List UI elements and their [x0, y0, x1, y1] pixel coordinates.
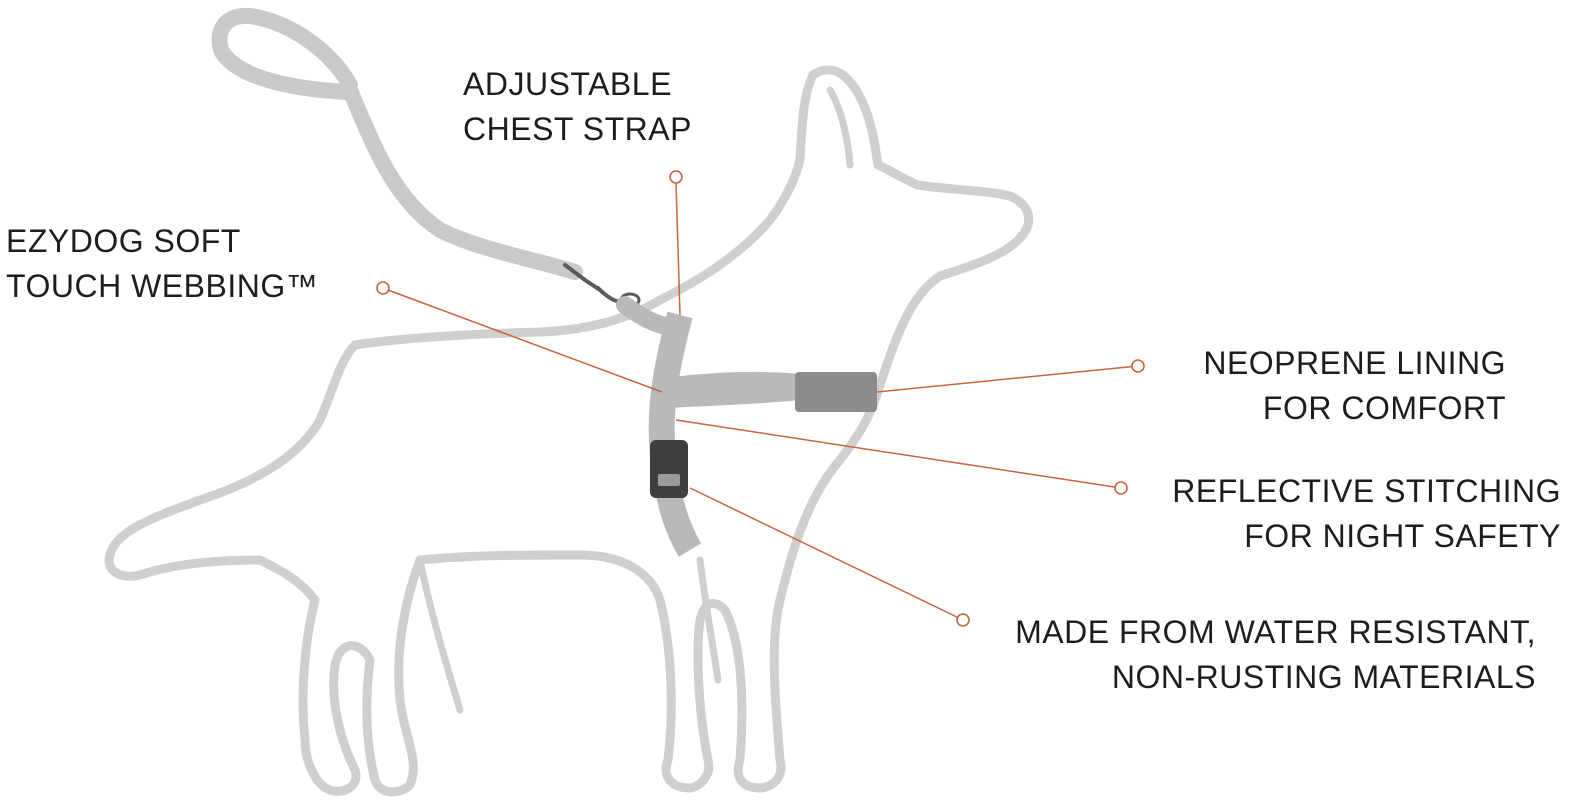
callout-dot-materials [956, 613, 970, 627]
leash-strap [342, 82, 583, 280]
callout-label-neoprene: NEOPRENE LINING FOR COMFORT [1203, 345, 1506, 426]
buckle-slot [658, 474, 680, 486]
callout-line-materials [689, 487, 964, 621]
neoprene-band-end [795, 372, 877, 412]
callout-line-webbing [387, 289, 663, 393]
callout-line-neoprene [876, 365, 1139, 393]
leash-clip [563, 263, 630, 304]
callout-dot-neoprene [1131, 359, 1145, 373]
far-legs [416, 556, 722, 714]
callout-dot-chest-strap [669, 170, 683, 184]
dog-outline [104, 65, 1034, 797]
leash-loop [211, 7, 358, 100]
callout-line-chest-strap [675, 182, 681, 316]
callout-label-reflective: REFLECTIVE STITCHING FOR NIGHT SAFETY [1172, 473, 1561, 554]
callout-label-materials: MADE FROM WATER RESISTANT, NON-RUSTING M… [1015, 614, 1536, 695]
callout-dots [376, 170, 1145, 627]
callout-label-webbing: EZYDOG SOFT TOUCH WEBBING™ [6, 223, 319, 304]
harness-buckle [650, 440, 688, 498]
neoprene-chest-band [665, 371, 800, 408]
callout-dot-reflective [1114, 481, 1128, 495]
harness-vertical-strap [648, 311, 702, 557]
callout-dot-webbing [376, 281, 390, 295]
callout-line-reflective [675, 419, 1122, 489]
callout-lines [387, 182, 1139, 621]
callout-label-chest-strap: ADJUSTABLE CHEST STRAP [463, 66, 692, 147]
ear-line [826, 86, 854, 169]
